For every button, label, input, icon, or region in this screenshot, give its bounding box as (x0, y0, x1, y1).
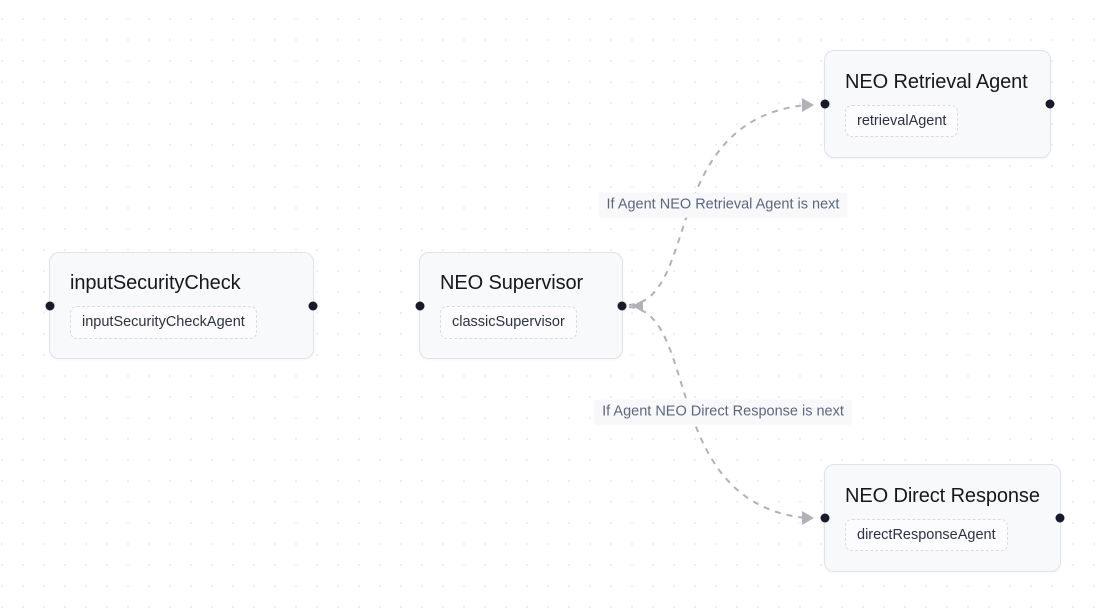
arrowhead-direct-response (802, 511, 814, 525)
node-title: NEO Direct Response (845, 484, 1040, 507)
edge-label-direct-response[interactable]: If Agent NEO Direct Response is next (594, 399, 852, 425)
handle-target-left[interactable] (45, 301, 55, 310)
handle-source-right[interactable] (1055, 513, 1065, 523)
node-input-security-check[interactable]: inputSecurityCheck inputSecurityCheckAge… (45, 252, 318, 359)
handle-target-left[interactable] (820, 513, 830, 523)
handle-target-left[interactable] (415, 301, 425, 310)
node-agent-badge[interactable]: retrievalAgent (845, 104, 959, 138)
handle-source-right[interactable] (308, 301, 318, 310)
node-agent-badge[interactable]: directResponseAgent (845, 518, 1008, 552)
node-neo-direct-response[interactable]: NEO Direct Response directResponseAgent (820, 464, 1065, 572)
node-title: inputSecurityCheck (70, 272, 241, 295)
node-neo-retrieval-agent[interactable]: NEO Retrieval Agent retrievalAgent (820, 50, 1055, 158)
handle-source-right[interactable] (1045, 99, 1055, 109)
handle-source-right[interactable] (617, 301, 627, 310)
node-title: NEO Retrieval Agent (845, 70, 1028, 93)
node-title: NEO Supervisor (440, 272, 584, 295)
node-agent-badge[interactable]: inputSecurityCheckAgent (70, 306, 257, 339)
handle-target-left[interactable] (820, 99, 830, 109)
arrowhead-retrieval (802, 98, 814, 112)
edge-label-retrieval[interactable]: If Agent NEO Retrieval Agent is next (598, 192, 848, 218)
node-agent-badge[interactable]: classicSupervisor (440, 306, 577, 339)
arrowhead-supervisor-source (632, 300, 643, 312)
node-neo-supervisor[interactable]: NEO Supervisor classicSupervisor (415, 252, 627, 359)
